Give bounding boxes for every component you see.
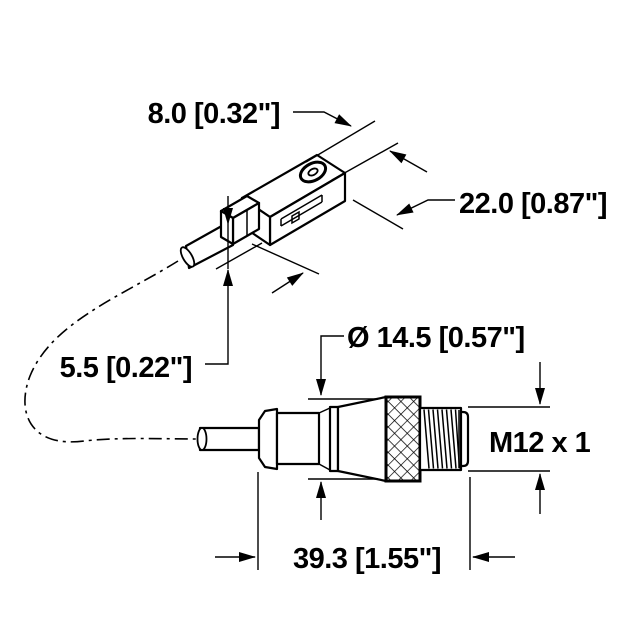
connector-strain-relief [257,407,279,471]
connector-side-view: Ø 14.5 [0.57"] M12 x 1 39.3 [1.55"] [196,322,591,575]
cable-route-centerline [24,260,198,443]
dim-connector-diameter: Ø 14.5 [0.57"] [308,322,525,520]
sensor-body [240,153,347,247]
connector-diameter-label: Ø 14.5 [0.57"] [347,322,525,354]
dim-connector-length: 39.3 [1.55"] [215,472,515,575]
connector-cable [196,426,261,452]
connector-body [275,411,321,466]
sensor-length-label: 22.0 [0.87"] [459,188,607,220]
connector-tip [459,410,470,468]
dim-sensor-height: 5.5 [0.22"] [60,196,263,384]
sensor-height-label: 5.5 [0.22"] [60,352,192,384]
dim-connector-thread: M12 x 1 [468,362,591,514]
dim-sensor-width: 8.0 [0.32"] [148,98,428,181]
connector-thread-label: M12 x 1 [489,427,591,459]
connector-length-label: 39.3 [1.55"] [293,543,441,575]
connector-thread [418,406,463,472]
sensor-front-groove [280,194,323,227]
sensor-assembly-view: 8.0 [0.32"] 22.0 [0.87"] 5.5 [0.22"] [60,98,608,384]
sensor-width-label: 8.0 [0.32"] [148,98,280,130]
dim-sensor-length: 22.0 [0.87"] [251,188,608,294]
connector-collar-ring [328,405,340,473]
connector-cone [336,395,388,483]
connector-knurl [384,395,422,483]
sensor-clip-end [219,194,261,246]
